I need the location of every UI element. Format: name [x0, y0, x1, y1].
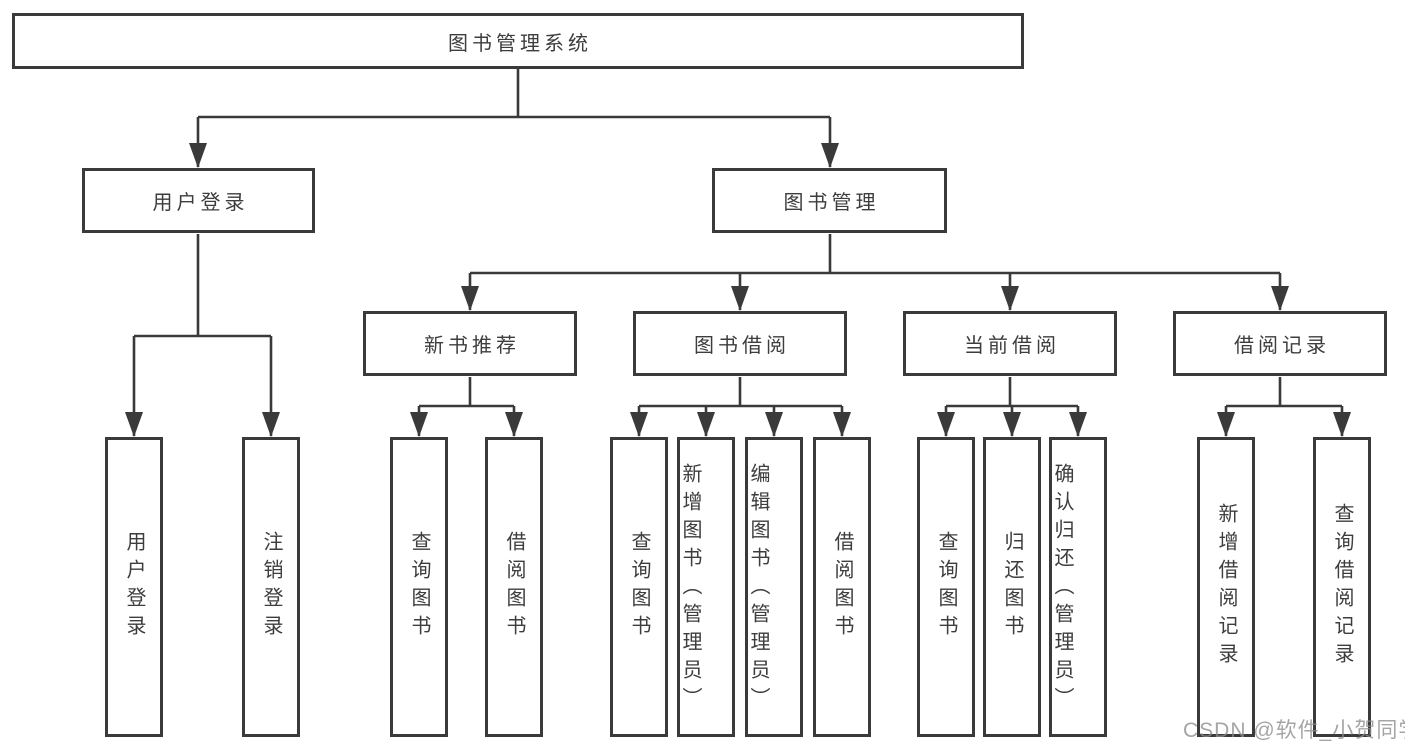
arrowhead: [731, 286, 749, 311]
node-label: 图书管理系统: [448, 32, 592, 55]
node-book-borrow: 图书借阅: [633, 311, 847, 376]
arrowhead: [1069, 412, 1087, 437]
node-label: 用户登录: [152, 192, 249, 214]
leaf-current-confirm-return-admin: 确认归还（管理员）: [1049, 437, 1107, 737]
connector-records-to-leaves: [1224, 377, 1344, 436]
arrowhead: [1001, 286, 1019, 311]
leaf-records-add: 新增借阅记录: [1197, 437, 1255, 737]
node-user-login: 用户登录: [82, 168, 315, 233]
leaf-current-return: 归还图书: [983, 437, 1041, 737]
leaf-label: 查询图书: [628, 531, 650, 643]
arrowhead: [125, 412, 143, 437]
connector-newbooks-to-leaves: [417, 377, 516, 436]
arrowhead: [189, 143, 207, 168]
node-library-system: 图书管理系统: [12, 13, 1024, 69]
leaf-records-query: 查询借阅记录: [1313, 437, 1371, 737]
connector-bookmgmt-to-level2: [468, 234, 1282, 310]
leaf-current-query: 查询图书: [917, 437, 975, 737]
leaf-label: 借阅图书: [831, 531, 853, 643]
arrowhead: [833, 412, 851, 437]
arrowhead: [821, 143, 839, 168]
leaf-label: 查询借阅记录: [1331, 503, 1353, 671]
leaf-user-login: 用户登录: [105, 437, 163, 737]
arrowhead: [1003, 412, 1021, 437]
node-current-borrow: 当前借阅: [903, 311, 1117, 376]
connector-root-to-level1: [196, 69, 832, 167]
arrowhead: [461, 286, 479, 311]
node-borrow-records: 借阅记录: [1173, 311, 1387, 376]
arrowhead: [410, 412, 428, 437]
node-label: 新书推荐: [424, 335, 520, 357]
leaf-label: 确认归还（管理员）: [1051, 462, 1073, 715]
leaf-label: 注销登录: [260, 531, 282, 643]
node-label: 图书借阅: [694, 335, 790, 357]
arrowhead: [765, 412, 783, 437]
node-label: 图书管理: [783, 192, 880, 214]
connector-bookborrow-to-leaves: [637, 377, 844, 436]
leaf-label: 新增图书（管理员）: [679, 462, 701, 715]
node-book-management: 图书管理: [712, 168, 947, 233]
arrowhead: [1271, 286, 1289, 311]
leaf-newbooks-borrow: 借阅图书: [485, 437, 543, 737]
node-new-book-recommend: 新书推荐: [363, 311, 577, 376]
leaf-borrow-add-admin: 新增图书（管理员）: [677, 437, 735, 737]
leaf-logout: 注销登录: [242, 437, 300, 737]
arrowhead: [262, 412, 280, 437]
leaf-label: 用户登录: [123, 531, 145, 643]
leaf-borrow-edit-admin: 编辑图书（管理员）: [745, 437, 803, 737]
arrowhead: [505, 412, 523, 437]
arrowhead: [697, 412, 715, 437]
leaf-borrow-query: 查询图书: [610, 437, 668, 737]
leaf-label: 编辑图书（管理员）: [747, 462, 769, 715]
arrowhead: [937, 412, 955, 437]
leaf-label: 查询图书: [935, 531, 957, 643]
leaf-newbooks-query: 查询图书: [390, 437, 448, 737]
node-label: 借阅记录: [1234, 335, 1330, 357]
connector-userlogin-to-leaves: [132, 234, 273, 436]
leaf-label: 归还图书: [1001, 531, 1023, 643]
arrowhead: [1217, 412, 1235, 437]
leaf-label: 查询图书: [408, 531, 430, 643]
csdn-watermark: CSDN @软件_小贺同学: [1183, 719, 1405, 742]
leaf-label: 借阅图书: [503, 531, 525, 643]
leaf-borrow-borrow: 借阅图书: [813, 437, 871, 737]
leaf-label: 新增借阅记录: [1215, 503, 1237, 671]
arrowhead: [1333, 412, 1351, 437]
arrowheads: [125, 143, 1351, 437]
node-label: 当前借阅: [964, 335, 1060, 357]
arrowhead: [630, 412, 648, 437]
